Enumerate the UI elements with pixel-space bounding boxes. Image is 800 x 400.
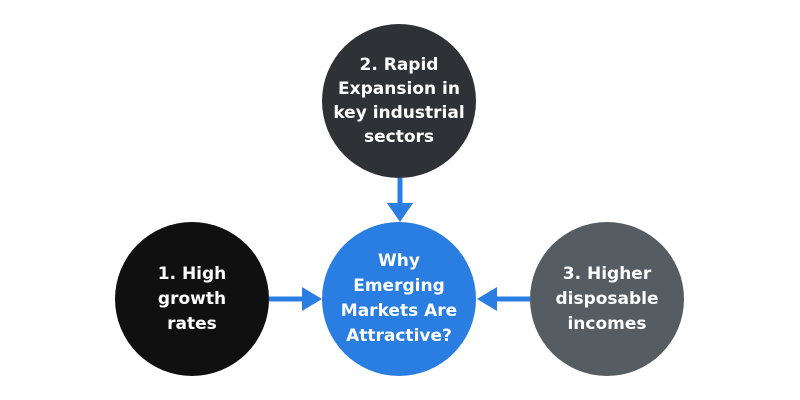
arrow-left-to-center [269,287,322,311]
arrow-right-to-center [477,287,530,311]
node-higher-disposable-incomes-label: 3. Higher disposable incomes [555,263,659,334]
node-center-question: Why Emerging Markets Are Attractive? [322,222,476,376]
node-high-growth-rates-label: 1. High growth rates [157,263,227,334]
arrow-top-to-center [387,178,413,222]
node-rapid-expansion: 2. Rapid Expansion in key industrial sec… [322,24,476,178]
node-center-question-label: Why Emerging Markets Are Attractive? [340,251,458,346]
node-rapid-expansion-label: 2. Rapid Expansion in key industrial sec… [333,55,465,147]
node-high-growth-rates: 1. High growth rates [115,222,269,376]
node-higher-disposable-incomes: 3. Higher disposable incomes [530,222,684,376]
